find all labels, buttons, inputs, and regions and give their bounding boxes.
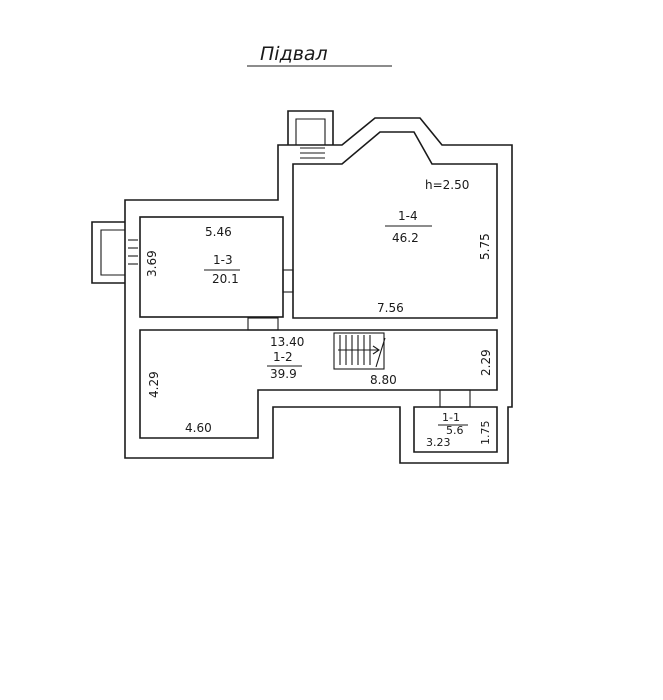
plan-title-text: Підвал <box>260 43 328 65</box>
room-1-3-walls <box>139 216 284 318</box>
room-1-4-height: 5.75 <box>478 233 492 260</box>
stairs-outline <box>333 332 385 370</box>
room-1-3-id: 1-3 <box>213 253 233 267</box>
outer-walls <box>124 117 513 464</box>
room-1-2-area: 39.9 <box>270 367 297 381</box>
window-well-top <box>287 110 334 159</box>
inner-wall-outline <box>139 329 498 439</box>
door-1-4 <box>282 269 294 293</box>
stair-arrow-head <box>372 345 380 355</box>
room-1-4-id: 1-4 <box>398 209 418 223</box>
room-1-2-bottom: 4.60 <box>185 421 212 435</box>
stair-break-line <box>375 337 386 368</box>
ceiling-height-label: h=2.50 <box>425 178 469 192</box>
room-1-2-length: 13.40 <box>270 335 304 349</box>
window-well-left-outer <box>91 221 125 284</box>
room-1-2-corridor: 8.80 <box>370 373 397 387</box>
room-1-3: 5.46 3.69 1-3 20.1 <box>139 216 284 318</box>
room-1-1-id: 1-1 <box>442 411 460 424</box>
room-1-1-width: 3.23 <box>426 436 451 449</box>
room-1-4-walls <box>292 131 498 319</box>
plan-title: Підвал <box>247 43 392 67</box>
room-1-4: h=2.50 1-4 46.2 7.56 5.75 <box>292 131 498 319</box>
door-1-1 <box>439 389 471 408</box>
room-1-2-side: 4.29 <box>147 371 161 398</box>
room-1-4-area: 46.2 <box>392 231 419 245</box>
door-openings <box>247 269 471 408</box>
room-1-2: 13.40 1-2 39.9 4.29 4.60 8.80 2.29 <box>147 335 493 435</box>
window-well-top-outer <box>287 110 334 145</box>
outer-wall-outline <box>124 117 513 464</box>
room-1-4-width: 7.56 <box>377 301 404 315</box>
room-1-3-height: 3.69 <box>145 250 159 277</box>
window-well-left-inner <box>100 229 125 276</box>
room-1-1-area: 5.6 <box>446 424 464 437</box>
room-1-3-width: 5.46 <box>205 225 232 239</box>
stairs <box>333 332 386 370</box>
room-1-3-area: 20.1 <box>212 272 239 286</box>
door-1-3 <box>247 317 279 331</box>
room-1-2-right: 2.29 <box>479 349 493 376</box>
room-1-1: 1-1 5.6 3.23 1.75 <box>413 406 498 453</box>
room-1-2-id: 1-2 <box>273 350 293 364</box>
window-well-top-inner <box>295 118 326 145</box>
room-1-1-height: 1.75 <box>479 421 492 446</box>
window-well-left <box>91 221 138 284</box>
